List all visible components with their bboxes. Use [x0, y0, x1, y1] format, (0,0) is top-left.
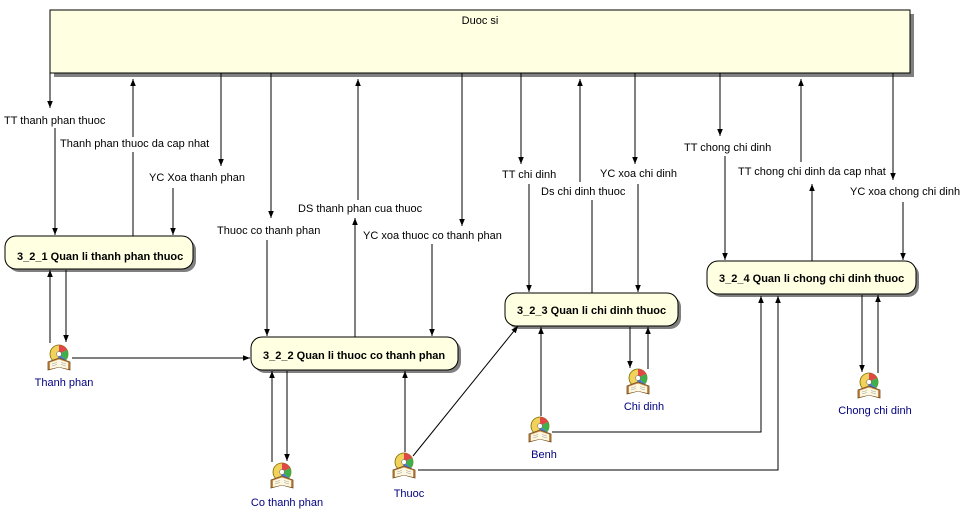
- flow-label: YC xoa chi dinh: [600, 168, 677, 180]
- flow-label: YC xoa thuoc co thanh phan: [363, 230, 502, 242]
- flow-label: DS thanh phan cua thuoc: [298, 203, 423, 215]
- store-label: Thuoc: [394, 488, 425, 500]
- flow-thuoc-co-thanh-phan: Thuoc co thanh phan: [217, 73, 320, 336]
- flow-yc-xoa-chi-dinh: YC xoa chi dinh: [600, 73, 677, 292]
- entity-label: Duoc si: [462, 15, 499, 27]
- entity-duoc-si[interactable]: Duoc si: [49, 9, 914, 77]
- flow-tt-chi-dinh: TT chi dinh: [502, 73, 556, 292]
- flow-thanh-phan-thuoc-da-cap-nhat: Thanh phan thuoc da cap nhat: [60, 79, 209, 236]
- process-label: 3_2_3 Quan li chi dinh thuoc: [517, 305, 666, 317]
- store-benh[interactable]: Benh: [528, 416, 557, 461]
- flow-ds-thanh-phan-cua-thuoc: DS thanh phan cua thuoc: [298, 79, 423, 337]
- process-3-2-3[interactable]: 3_2_3 Quan li chi dinh thuoc: [504, 292, 681, 329]
- flow-tt-chong-chi-dinh: TT chong chi dinh: [684, 73, 771, 260]
- flow-label: TT chi dinh: [502, 169, 556, 181]
- store-flows: [47, 270, 881, 471]
- flow-label: TT chong chi dinh: [684, 142, 771, 154]
- flow-yc-xoa-thuoc-co-thanh-phan: YC xoa thuoc co thanh phan: [363, 73, 502, 336]
- store-label: Thanh phan: [35, 377, 94, 389]
- process-label: 3_2_4 Quan li chong chi dinh thuoc: [719, 273, 904, 285]
- flow-ds-chi-dinh-thuoc: Ds chi dinh thuoc: [541, 79, 626, 293]
- flow-label: YC xoa chong chi dinh: [850, 186, 960, 198]
- process-label: 3_2_1 Quan li thanh phan thuoc: [17, 251, 183, 263]
- flow-label: Thanh phan thuoc da cap nhat: [60, 138, 209, 150]
- flow-tt-thanh-phan-thuoc: TT thanh phan thuoc: [4, 73, 106, 235]
- database-icon: [528, 416, 552, 443]
- flow-label: Thuoc co thanh phan: [217, 225, 320, 237]
- store-co-thanh-phan[interactable]: Co thanh phan: [251, 462, 323, 509]
- store-label: Benh: [531, 449, 557, 461]
- flow-label: TT chong chi dinh da cap nhat: [738, 166, 886, 178]
- database-icon: [392, 452, 416, 479]
- database-icon: [47, 344, 71, 371]
- store-chi-dinh[interactable]: Chi dinh: [624, 368, 664, 413]
- store-label: Co thanh phan: [251, 497, 323, 509]
- store-thanh-phan[interactable]: Thanh phan: [35, 344, 94, 389]
- flow-label: TT thanh phan thuoc: [4, 115, 106, 127]
- process-3-2-1[interactable]: 3_2_1 Quan li thanh phan thuoc: [4, 235, 196, 272]
- store-label: Chong chi dinh: [838, 405, 911, 417]
- flow-tt-chong-chi-dinh-da-cap-nhat: TT chong chi dinh da cap nhat: [738, 79, 886, 261]
- flow-yc-xoa-chong-chi-dinh: YC xoa chong chi dinh: [850, 73, 960, 260]
- process-3-2-2[interactable]: 3_2_2 Quan li thuoc co thanh phan: [250, 336, 461, 373]
- flow-label: Ds chi dinh thuoc: [541, 186, 626, 198]
- process-3-2-4[interactable]: 3_2_4 Quan li chong chi dinh thuoc: [706, 260, 919, 297]
- flow-yc-xoa-thanh-phan: YC Xoa thanh phan: [149, 73, 245, 235]
- database-icon: [857, 372, 881, 399]
- flow-label: YC Xoa thanh phan: [149, 172, 245, 184]
- store-thuoc[interactable]: Thuoc: [392, 452, 425, 500]
- database-icon: [626, 368, 650, 395]
- database-icon: [270, 462, 294, 489]
- process-label: 3_2_2 Quan li thuoc co thanh phan: [263, 350, 445, 362]
- store-chong-chi-dinh[interactable]: Chong chi dinh: [838, 372, 912, 417]
- store-label: Chi dinh: [624, 401, 664, 413]
